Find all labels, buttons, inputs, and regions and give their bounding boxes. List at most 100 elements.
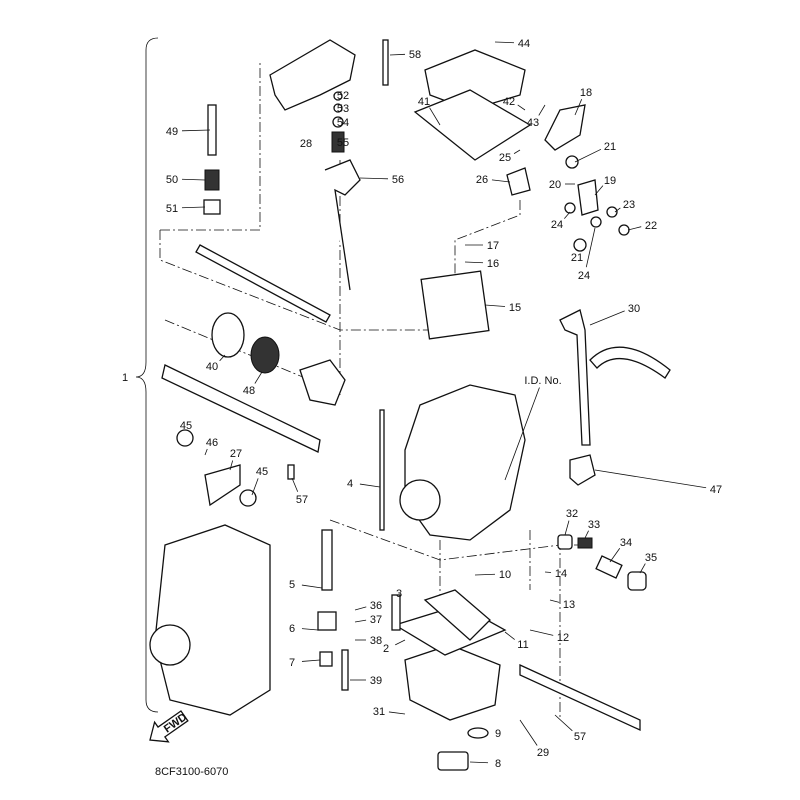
leader-line bbox=[517, 104, 526, 111]
float-bowl bbox=[404, 644, 501, 721]
part-label: 20 bbox=[549, 179, 561, 191]
leader-line bbox=[504, 631, 515, 640]
leader-line bbox=[574, 148, 602, 163]
valve-34 bbox=[595, 555, 623, 579]
spring-50 bbox=[204, 169, 220, 191]
part-label: 16 bbox=[487, 258, 499, 270]
part-label: 8 bbox=[495, 758, 501, 770]
part-label: 3 bbox=[396, 588, 402, 600]
part-label: 21 bbox=[604, 141, 616, 153]
part-label: 43 bbox=[527, 117, 539, 129]
part-label: 23 bbox=[623, 199, 635, 211]
carburetor-body-assembly bbox=[154, 524, 271, 716]
part-label: 56 bbox=[392, 174, 404, 186]
lever-19 bbox=[577, 179, 599, 216]
leader-line bbox=[469, 761, 489, 764]
part-label: 57 bbox=[296, 494, 308, 506]
holder-26 bbox=[506, 167, 531, 196]
leader-line bbox=[359, 483, 381, 488]
leader-line bbox=[594, 185, 604, 196]
part-label: 58 bbox=[409, 49, 421, 61]
spring-48 bbox=[250, 336, 280, 374]
plug-32 bbox=[557, 534, 573, 550]
leader-line bbox=[594, 469, 707, 489]
screw-4 bbox=[379, 409, 385, 531]
washer-45b bbox=[239, 489, 257, 507]
part-label: 50 bbox=[166, 174, 178, 186]
leader-line bbox=[589, 310, 625, 326]
screw-39 bbox=[341, 649, 349, 691]
clamp-47 bbox=[569, 454, 596, 486]
sleeve-40 bbox=[211, 312, 245, 358]
tube-30b bbox=[589, 346, 671, 379]
jet-6 bbox=[317, 611, 337, 631]
part-label: 24 bbox=[578, 270, 590, 282]
leader-line bbox=[564, 211, 571, 219]
part-label: 14 bbox=[555, 568, 567, 580]
leader-line bbox=[354, 619, 367, 623]
part-label: 41 bbox=[418, 96, 430, 108]
part-label: 12 bbox=[557, 632, 569, 644]
leader-line bbox=[389, 53, 406, 56]
part-label: 27 bbox=[230, 448, 242, 460]
part-label: I.D. No. bbox=[524, 375, 561, 387]
leader-line bbox=[484, 304, 506, 307]
screw-3 bbox=[391, 594, 401, 631]
leader-line bbox=[474, 573, 496, 576]
spring-stack bbox=[331, 91, 345, 153]
leader-line bbox=[554, 714, 573, 732]
leader-line bbox=[291, 477, 299, 492]
long-rod bbox=[195, 244, 331, 323]
washer-24b bbox=[590, 216, 602, 228]
tube-30 bbox=[559, 309, 591, 446]
leader-line bbox=[204, 448, 208, 456]
leader-line bbox=[585, 227, 596, 268]
leader-line bbox=[229, 460, 234, 471]
part-label: 37 bbox=[370, 614, 382, 626]
leader-line bbox=[181, 206, 206, 209]
part-label: 13 bbox=[563, 599, 575, 611]
part-label: 1 bbox=[122, 372, 128, 384]
leader-line bbox=[254, 371, 263, 384]
lever-18 bbox=[544, 104, 586, 151]
part-label: 44 bbox=[518, 38, 530, 50]
cover-gasket bbox=[413, 89, 532, 161]
nut-22 bbox=[618, 224, 630, 236]
part-label: 32 bbox=[566, 508, 578, 520]
assembly-bracket bbox=[135, 37, 159, 713]
leader-line bbox=[564, 520, 570, 536]
part-label: 51 bbox=[166, 203, 178, 215]
part-label: 26 bbox=[476, 174, 488, 186]
leader-line bbox=[614, 207, 621, 213]
o-ring-9 bbox=[467, 727, 489, 739]
leader-line bbox=[529, 629, 554, 636]
part-label: 18 bbox=[580, 87, 592, 99]
part-label: 39 bbox=[370, 675, 382, 687]
part-label: 2 bbox=[383, 643, 389, 655]
leader-line bbox=[544, 571, 552, 573]
plug-8 bbox=[437, 751, 469, 771]
leader-line bbox=[549, 599, 560, 603]
part-label: 31 bbox=[373, 706, 385, 718]
part-label: 34 bbox=[620, 537, 632, 549]
float bbox=[423, 589, 491, 641]
leader-line bbox=[538, 104, 546, 116]
part-label: 54 bbox=[337, 117, 349, 129]
leader-line bbox=[388, 711, 406, 715]
leader-line bbox=[301, 659, 321, 662]
part-label: 38 bbox=[370, 635, 382, 647]
leader-line bbox=[181, 178, 206, 181]
part-label: 45 bbox=[180, 420, 192, 432]
part-label: 15 bbox=[509, 302, 521, 314]
nut-21b bbox=[573, 238, 587, 252]
leader-line bbox=[251, 478, 259, 496]
leader-lines bbox=[181, 41, 707, 764]
leader-line bbox=[609, 548, 621, 563]
part-label: 19 bbox=[604, 175, 616, 187]
leader-line bbox=[513, 149, 521, 154]
part-label: 47 bbox=[710, 484, 722, 496]
part-label: 33 bbox=[588, 519, 600, 531]
intake-bore-left bbox=[149, 624, 191, 666]
part-label: 57 bbox=[574, 731, 586, 743]
